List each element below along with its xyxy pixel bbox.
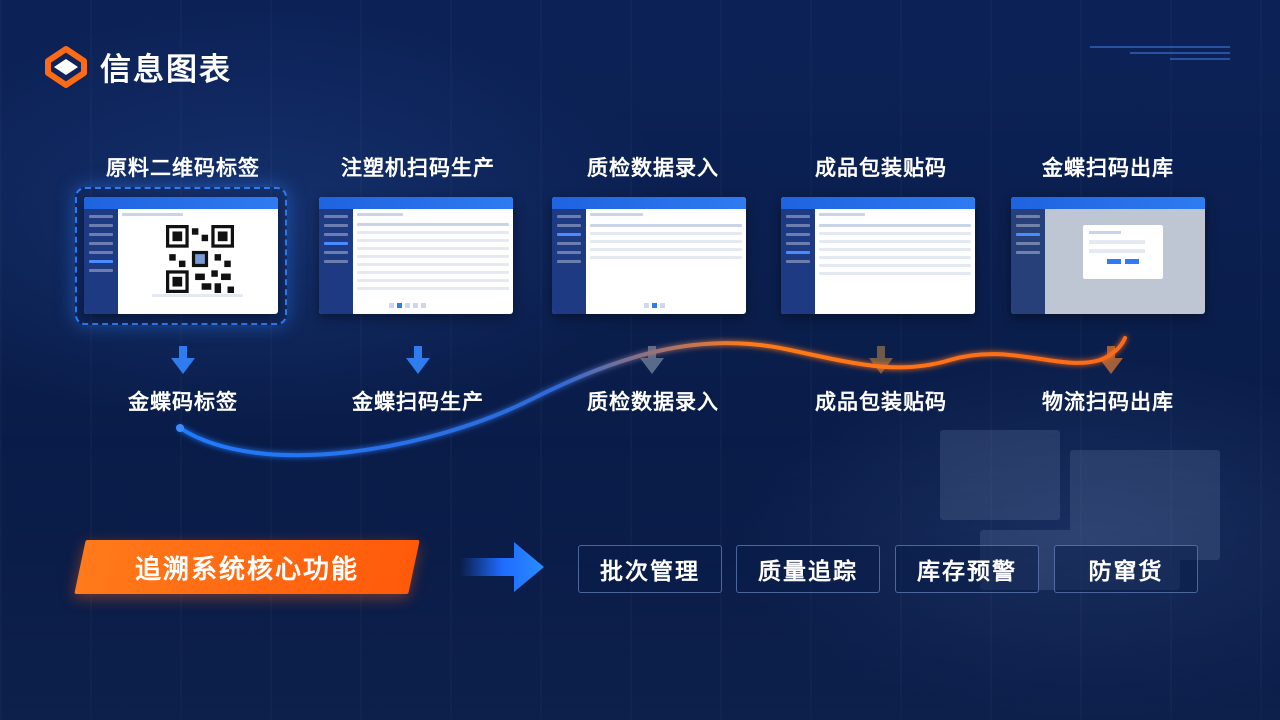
arrow-down-icon (1099, 346, 1123, 374)
decorative-lines (1090, 44, 1230, 60)
step-screenshot-packaging[interactable] (781, 197, 975, 314)
step-sub-2: 金蝶扫码生产 (352, 390, 484, 414)
step-sub-3: 质检数据录入 (587, 390, 719, 414)
brand-logo-icon (45, 45, 87, 88)
step-title-2: 注塑机扫码生产 (341, 156, 495, 180)
arrow-down-icon (640, 346, 664, 374)
brand-logo: 信息图表 (44, 44, 232, 89)
step-sub-1: 金蝶码标签 (128, 390, 238, 414)
core-function-banner: 追溯系统核心功能 (74, 540, 420, 594)
arrow-down-icon (869, 346, 893, 374)
step-title-3: 质检数据录入 (587, 156, 719, 180)
step-sub-4: 成品包装贴码 (815, 390, 947, 414)
step-screenshot-qr-label[interactable] (84, 197, 278, 314)
step-title-1: 原料二维码标签 (106, 156, 260, 180)
brand-title: 信息图表 (100, 52, 232, 88)
feature-inventory-alert[interactable]: 库存预警 (895, 545, 1039, 593)
step-title-5: 金蝶扫码出库 (1042, 156, 1174, 180)
core-function-banner-label: 追溯系统核心功能 (134, 554, 359, 585)
dialog-box (1083, 225, 1163, 279)
selected-step-frame (75, 187, 287, 325)
feature-batch-management[interactable]: 批次管理 (578, 545, 722, 593)
step-title-4: 成品包装贴码 (815, 156, 947, 180)
step-screenshot-production-table[interactable] (319, 197, 513, 314)
feature-anti-channeling[interactable]: 防窜货 (1054, 545, 1198, 593)
qr-code-icon (166, 225, 234, 293)
arrow-down-icon (171, 346, 195, 374)
arrow-right-icon (460, 542, 544, 592)
step-screenshot-quality-data[interactable] (552, 197, 746, 314)
arrow-down-icon (406, 346, 430, 374)
step-screenshot-shipping-dialog[interactable] (1011, 197, 1205, 314)
feature-quality-tracking[interactable]: 质量追踪 (736, 545, 880, 593)
step-sub-5: 物流扫码出库 (1042, 390, 1174, 414)
